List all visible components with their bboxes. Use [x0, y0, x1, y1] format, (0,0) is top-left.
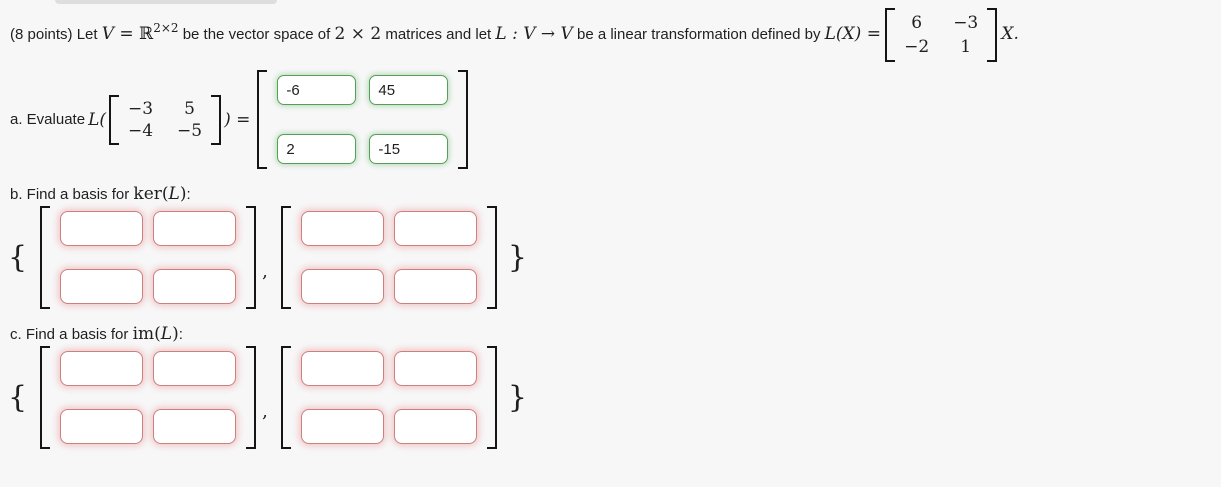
statement-text: matrices and let: [381, 26, 496, 44]
math-paren-close: ): [179, 184, 187, 205]
transform-matrix: 6 −3 −2 1: [885, 8, 998, 63]
set-separator-comma: ,: [262, 261, 268, 283]
set-close-brace: }: [507, 239, 527, 275]
math-dims: 2 × 2: [334, 24, 382, 45]
math-var-l: L: [168, 184, 180, 205]
answer-input-a-r1c1[interactable]: [277, 75, 357, 106]
matrix-bracket-left: [885, 8, 896, 63]
answer-input-c2-r2c2[interactable]: [393, 409, 477, 445]
matrix-bracket-right: [486, 206, 497, 310]
label-colon: :: [178, 326, 183, 344]
math-equals: =: [114, 24, 140, 45]
math-func-close: ) =: [224, 109, 251, 130]
answer-input-b1-r1c2[interactable]: [153, 211, 237, 247]
matrix-entry: −2: [904, 37, 930, 58]
matrix-bracket-left: [40, 206, 51, 310]
matrix-entry: 1: [960, 37, 972, 58]
argument-matrix: −3 5 −4 −5: [108, 94, 222, 145]
answer-input-a-r2c2[interactable]: [369, 134, 449, 165]
statement-text: be a linear transformation defined by: [572, 26, 825, 44]
math-map-def: L : V → V: [495, 24, 573, 45]
matrix-entry: 6: [911, 13, 923, 33]
answer-input-c2-r1c1[interactable]: [300, 351, 384, 387]
part-a-row: a. Evaluate L( −3 5 −4 −5 ) =: [10, 70, 1221, 170]
math-paren-close: ): [172, 324, 179, 345]
answer-input-c1-r1c1[interactable]: [60, 351, 144, 387]
matrix-bracket-left: [40, 346, 51, 450]
answer-input-c2-r1c2[interactable]: [393, 351, 477, 387]
answer-input-b1-r2c1[interactable]: [60, 269, 144, 305]
answer-input-b1-r1c1[interactable]: [60, 211, 144, 247]
matrix-entry: 5: [184, 98, 195, 119]
math-paren-open: (: [154, 324, 161, 345]
part-b-answers: { , }: [8, 206, 1221, 310]
math-paren-open: (: [161, 184, 169, 205]
page-top-artifact: [55, 0, 277, 4]
matrix-entry: −3: [953, 13, 979, 33]
answer-input-c1-r2c2[interactable]: [153, 409, 237, 445]
matrix-entry: −4: [127, 120, 154, 141]
answer-input-c1-r2c1[interactable]: [60, 409, 144, 445]
math-var-l: L: [160, 324, 173, 345]
matrix-bracket-right: [458, 70, 469, 170]
label-colon: :: [186, 186, 191, 204]
answer-matrix-c2: [280, 346, 497, 450]
part-c-answers: { , }: [8, 346, 1221, 450]
matrix-entry: −5: [177, 120, 203, 141]
answer-input-b2-r1c1[interactable]: [300, 211, 384, 247]
part-b-label: b. Find a basis for ker(L):: [10, 184, 1221, 204]
math-reals-superscript: 2×2: [153, 21, 179, 36]
matrix-bracket-left: [108, 94, 119, 145]
answer-input-b1-r2c2[interactable]: [153, 269, 237, 305]
problem-statement: (8 points) Let V = ℝ2×2 be the vector sp…: [0, 0, 1221, 63]
matrix-bracket-right: [987, 8, 998, 63]
math-im: im: [132, 324, 155, 345]
answer-matrix-b1: [40, 206, 257, 310]
answer-input-c2-r2c1[interactable]: [300, 409, 384, 445]
answer-input-a-r1c2[interactable]: [369, 75, 449, 106]
set-open-brace: {: [8, 379, 28, 415]
math-var-v: V: [101, 24, 114, 45]
answer-input-c1-r1c2[interactable]: [153, 351, 237, 387]
math-ker: ker: [133, 184, 162, 205]
part-a-label: a. Evaluate: [10, 111, 86, 129]
answer-matrix-c1: [40, 346, 257, 450]
math-func-open: L(: [88, 109, 106, 130]
matrix-bracket-left: [280, 206, 291, 310]
matrix-bracket-left: [280, 346, 291, 450]
statement-text: be the vector space of: [178, 26, 335, 44]
answer-input-a-r2c1[interactable]: [277, 134, 357, 165]
answer-matrix-a: [257, 70, 469, 170]
matrix-bracket-left: [257, 70, 268, 170]
answer-matrix-b2: [280, 206, 497, 310]
matrix-bracket-right: [486, 346, 497, 450]
set-separator-comma: ,: [262, 401, 268, 423]
statement-text: (8 points) Let: [10, 26, 102, 44]
set-close-brace: }: [507, 379, 527, 415]
part-b-label-text: b. Find a basis for: [10, 186, 134, 204]
part-c-label-text: c. Find a basis for: [10, 326, 133, 344]
math-var-x-suffix: X.: [1001, 24, 1019, 45]
matrix-bracket-right: [246, 206, 257, 310]
answer-input-b2-r2c2[interactable]: [393, 269, 477, 305]
math-func-def: L(X) =: [824, 24, 881, 45]
part-c-label: c. Find a basis for im(L):: [10, 324, 1221, 344]
matrix-entry: −3: [127, 98, 154, 119]
matrix-bracket-right: [211, 94, 222, 145]
answer-input-b2-r1c2[interactable]: [393, 211, 477, 247]
set-open-brace: {: [8, 239, 28, 275]
answer-input-b2-r2c1[interactable]: [300, 269, 384, 305]
math-reals-symbol: ℝ: [139, 24, 154, 45]
matrix-bracket-right: [246, 346, 257, 450]
